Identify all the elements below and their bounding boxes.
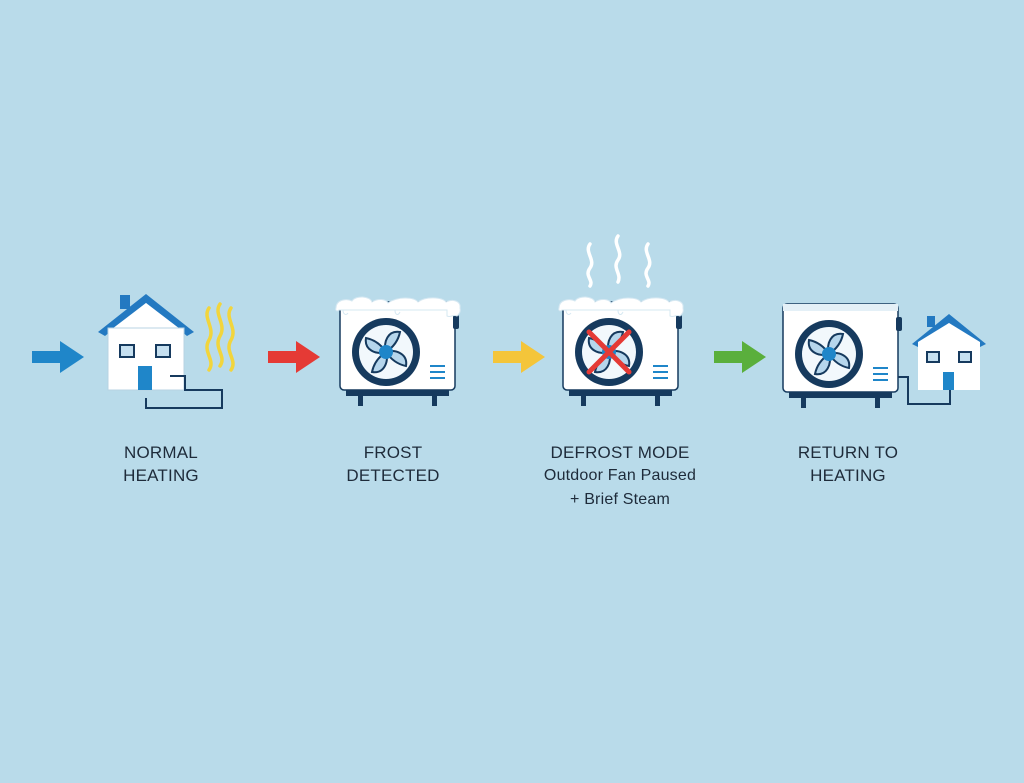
- arrow-icon: [268, 341, 320, 373]
- house-icon: [912, 314, 986, 390]
- step-subtitle: Outdoor Fan Paused: [543, 467, 697, 484]
- house-icon: [98, 294, 223, 409]
- step-subtitle: + Brief Steam: [570, 491, 670, 508]
- outdoor-unit-icon: [558, 296, 684, 407]
- arrow-icon: [32, 341, 84, 373]
- arrow-icon: [493, 341, 545, 373]
- step-title: HEATING: [123, 466, 199, 485]
- fan-icon: [794, 319, 864, 389]
- heat-waves-icon: [205, 302, 235, 372]
- cross-mark-icon: [586, 329, 632, 375]
- step-title: FROST: [363, 443, 423, 462]
- step-label-defrost-mode: DEFROST MODE Outdoor Fan Paused + Brief …: [520, 441, 720, 512]
- step-title: DETECTED: [346, 466, 440, 485]
- arrow-icon: [714, 341, 766, 373]
- fan-icon: [351, 317, 421, 387]
- outdoor-unit-icon: [335, 296, 461, 407]
- refrigerant-line: [898, 376, 951, 405]
- step-label-normal-heating: NORMAL HEATING: [101, 441, 221, 487]
- step-label-return-to-heating: RETURN TO HEATING: [778, 441, 918, 487]
- step-title: NORMAL: [124, 443, 198, 462]
- step-title: HEATING: [810, 466, 886, 485]
- steam-icon: [586, 234, 652, 288]
- step-title: RETURN TO: [797, 443, 899, 462]
- step-title: DEFROST MODE: [550, 443, 690, 462]
- outdoor-unit-icon: [782, 303, 903, 409]
- step-label-frost-detected: FROST DETECTED: [333, 441, 453, 487]
